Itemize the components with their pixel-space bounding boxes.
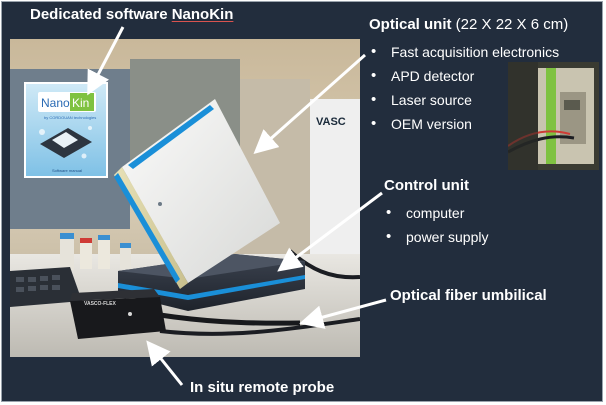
control-feature-item: power supply	[384, 225, 489, 249]
fiber-label: Optical fiber umbilical	[390, 287, 547, 304]
probe-label: In situ remote probe	[190, 379, 335, 396]
software-tagline: by CORDOUAN technologies	[44, 115, 96, 120]
optical-feature-item: Laser source	[369, 88, 559, 112]
arrow-software	[87, 26, 125, 96]
software-footer: Software manual	[52, 168, 82, 173]
optical-feature-item: Fast acquisition electronics	[369, 40, 559, 64]
software-logo-kin: Kin	[72, 96, 89, 110]
software-label: Dedicated software NanoKin	[30, 6, 233, 23]
arrow-fiber	[299, 298, 387, 329]
optical-feature-item: OEM version	[369, 112, 559, 136]
optical-unit-dimensions: (22 X 22 X 6 cm)	[455, 16, 569, 33]
probe-brand: VASCO-FLEX	[84, 301, 117, 307]
software-box: Nano Kin by CORDOUAN technologies Softwa…	[24, 82, 108, 178]
optical-feature-item: APD detector	[369, 64, 559, 88]
arrow-optical-unit	[253, 53, 366, 154]
optical-unit-title: Optical unit	[369, 16, 452, 33]
control-unit-features: computer power supply	[384, 201, 489, 249]
software-logo-nano: Nano	[41, 96, 70, 110]
software-label-name: NanoKin	[171, 6, 234, 23]
arrow-control-unit	[277, 191, 383, 272]
optical-unit-features: Fast acquisition electronics APD detecto…	[369, 40, 559, 136]
software-label-prefix: Dedicated software	[30, 6, 172, 23]
control-unit-title: Control unit	[384, 177, 469, 194]
arrow-probe	[146, 340, 184, 386]
optical-unit-heading: Optical unit (22 X 22 X 6 cm)	[369, 16, 568, 33]
wall-sign: VASC	[316, 116, 346, 128]
control-feature-item: computer	[384, 201, 489, 225]
